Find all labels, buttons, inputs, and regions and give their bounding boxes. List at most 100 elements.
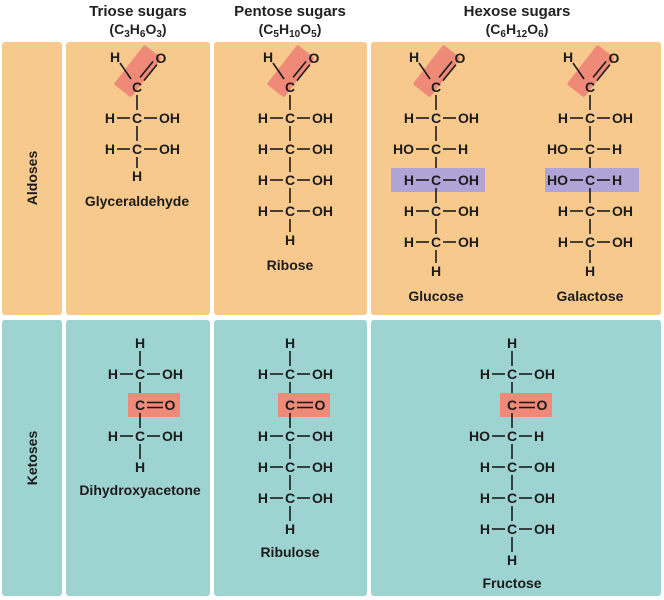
left-substituent: H [108,366,118,382]
right-substituent: OH [534,366,555,382]
molecule-name: Galactose [557,288,624,304]
left-substituent: H [480,459,490,475]
aldose-hexose-panel [371,42,661,315]
carbon-atom: C [431,203,441,219]
ketone-oxygen: O [165,397,176,413]
terminal-hydrogen: H [507,335,517,351]
carbon-atom: C [585,172,595,188]
carbon-atom: C [431,79,441,95]
right-substituent: H [612,141,622,157]
carbon-atom: C [285,397,295,413]
carbon-atom: C [585,234,595,250]
right-substituent: OH [458,172,479,188]
left-substituent: H [558,203,568,219]
right-substituent: H [458,141,468,157]
left-substituent: H [258,428,268,444]
left-substituent: H [558,110,568,126]
left-substituent: H [480,490,490,506]
molecule-name: Glyceraldehyde [85,193,189,209]
header-hexose: Hexose sugars [464,3,571,20]
right-substituent: OH [312,366,333,382]
left-substituent: H [404,172,414,188]
bond [119,62,132,80]
carbon-atom: C [285,366,295,382]
right-substituent: OH [159,110,180,126]
terminal-hydrogen: H [285,335,295,351]
row-label-ketoses: Ketoses [24,431,40,486]
right-substituent: OH [159,141,180,157]
aldehyde-oxygen: O [609,50,620,66]
right-substituent: OH [458,110,479,126]
terminal-hydrogen: H [507,552,517,568]
right-substituent: OH [312,110,333,126]
right-substituent: OH [612,234,633,250]
right-substituent: OH [162,366,183,382]
ketone-highlight [278,393,330,417]
carbon-atom: C [507,366,517,382]
right-substituent: OH [612,110,633,126]
right-substituent: OH [458,234,479,250]
aldehyde-highlight [567,45,614,97]
column-headers: Triose sugars (C3H6O3) Pentose sugars (C… [89,3,570,40]
bond [572,62,585,80]
aldose-label-panel [2,42,62,315]
carbon-atom: C [585,110,595,126]
bond [143,64,158,82]
aldose-pentose-panel [214,42,367,315]
bond [442,64,457,82]
right-substituent: OH [312,459,333,475]
carbon-atom: C [507,459,517,475]
terminal-hydrogen: H [585,263,595,279]
terminal-hydrogen: H [135,335,145,351]
stereocenter-highlight [391,168,485,192]
ketose-label-panel [2,320,62,596]
molecule-name: Glucose [408,288,463,304]
formula-triose: (C3H6O3) [109,21,166,40]
carbon-atom: C [135,366,145,382]
ketone-highlight [500,393,552,417]
stereocenter-highlight [545,168,639,192]
aldehyde-oxygen: O [309,50,320,66]
carbon-atom: C [285,172,295,188]
right-substituent: OH [162,428,183,444]
right-substituent: OH [312,428,333,444]
left-substituent: HO [547,172,568,188]
right-substituent: H [534,428,544,444]
carbon-atom: C [285,141,295,157]
bond [596,64,611,82]
carbon-atom: C [285,459,295,475]
bond [296,64,311,82]
bond [438,60,453,78]
carbon-atom: C [507,397,517,413]
terminal-hydrogen: H [135,459,145,475]
aldehyde-oxygen: O [156,50,167,66]
left-substituent: H [558,234,568,250]
terminal-hydrogen: H [285,232,295,248]
carbon-atom: C [132,141,142,157]
right-substituent: OH [312,490,333,506]
left-substituent: H [258,203,268,219]
left-substituent: HO [393,141,414,157]
carbon-atom: C [285,203,295,219]
right-substituent: OH [312,141,333,157]
left-substituent: HO [547,141,568,157]
right-substituent: OH [534,459,555,475]
molecule-name: Dihydroxyacetone [79,482,201,498]
aldehyde-hydrogen: H [110,49,120,65]
carbon-atom: C [285,428,295,444]
bond [292,60,307,78]
right-substituent: H [612,172,622,188]
carbon-atom: C [132,79,142,95]
left-substituent: H [258,110,268,126]
ketone-oxygen: O [315,397,326,413]
carbon-atom: C [585,141,595,157]
right-substituent: OH [312,172,333,188]
left-substituent: H [404,110,414,126]
aldehyde-highlight [413,45,460,97]
